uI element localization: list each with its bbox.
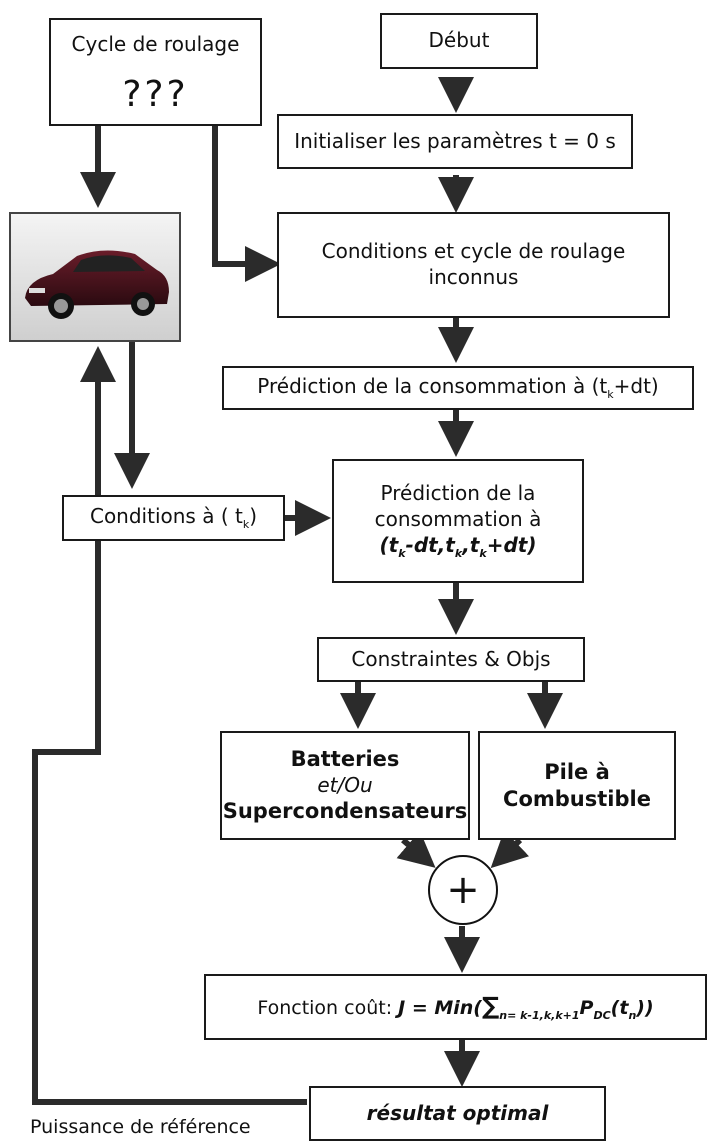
start-box: Début	[380, 13, 538, 69]
start-label: Début	[428, 28, 490, 53]
conditions-cycle-box: Conditions et cycle de roulage inconnus	[277, 212, 670, 318]
car-image	[9, 212, 181, 342]
car-icon	[11, 214, 179, 340]
cycle-box: Cycle de roulage ???	[49, 18, 262, 126]
arrow-batteries-plus	[396, 830, 436, 868]
optimal-result-label: résultat optimal	[366, 1100, 549, 1125]
prediction-multi-expression: (tk-dt,tk,tk+dt)	[379, 532, 537, 560]
cycle-title: Cycle de roulage	[71, 32, 240, 56]
batteries-or-label: et/Ou	[317, 772, 373, 797]
reference-power-label: Puissance de référence	[30, 1116, 251, 1138]
cost-function-box: Fonction coût: J = Min(∑n= k-1,k,k+1PDC(…	[204, 974, 707, 1040]
cycle-unknown-marks: ???	[122, 73, 189, 115]
prediction-label: Prédiction de la consommation à (tk+dt)	[257, 373, 659, 401]
fuel-cell-box: Pile à Combustible	[478, 731, 676, 840]
optimal-result-box: résultat optimal	[309, 1086, 606, 1141]
sum-node: +	[428, 855, 498, 925]
init-box: Initialiser les paramètres t = 0 s	[277, 114, 633, 169]
constraints-box: Constraintes & Objs	[317, 637, 585, 682]
fuel-cell-line2: Combustible	[503, 786, 651, 811]
prediction-multi-line1: Prédiction de la	[380, 481, 536, 506]
fuel-cell-line1: Pile à	[544, 759, 610, 784]
batteries-label: Batteries	[290, 746, 400, 771]
arrow-pile-plus	[490, 830, 530, 869]
conditions-tk-label: Conditions à ( tk)	[89, 503, 258, 531]
conditions-cycle-label: Conditions et cycle de roulage inconnus	[321, 239, 626, 289]
batteries-box: Batteries et/Ou Supercondensateurs	[220, 731, 470, 840]
cost-function-label: Fonction coût: J = Min(∑n= k-1,k,k+1PDC(…	[257, 992, 654, 1022]
constraints-label: Constraintes & Objs	[351, 646, 551, 671]
prediction-box: Prédiction de la consommation à (tk+dt)	[222, 366, 694, 410]
plus-symbol: +	[446, 867, 480, 913]
prediction-multi-line2: consommation à	[374, 506, 542, 531]
conditions-tk-box: Conditions à ( tk)	[62, 495, 285, 541]
arrow-cycle-conditions	[212, 126, 281, 282]
init-label: Initialiser les paramètres t = 0 s	[294, 128, 616, 153]
supercapacitors-label: Supercondensateurs	[222, 799, 468, 824]
prediction-multi-box: Prédiction de la consommation à (tk-dt,t…	[332, 459, 584, 583]
arrow-feedback-reference	[32, 346, 307, 1105]
